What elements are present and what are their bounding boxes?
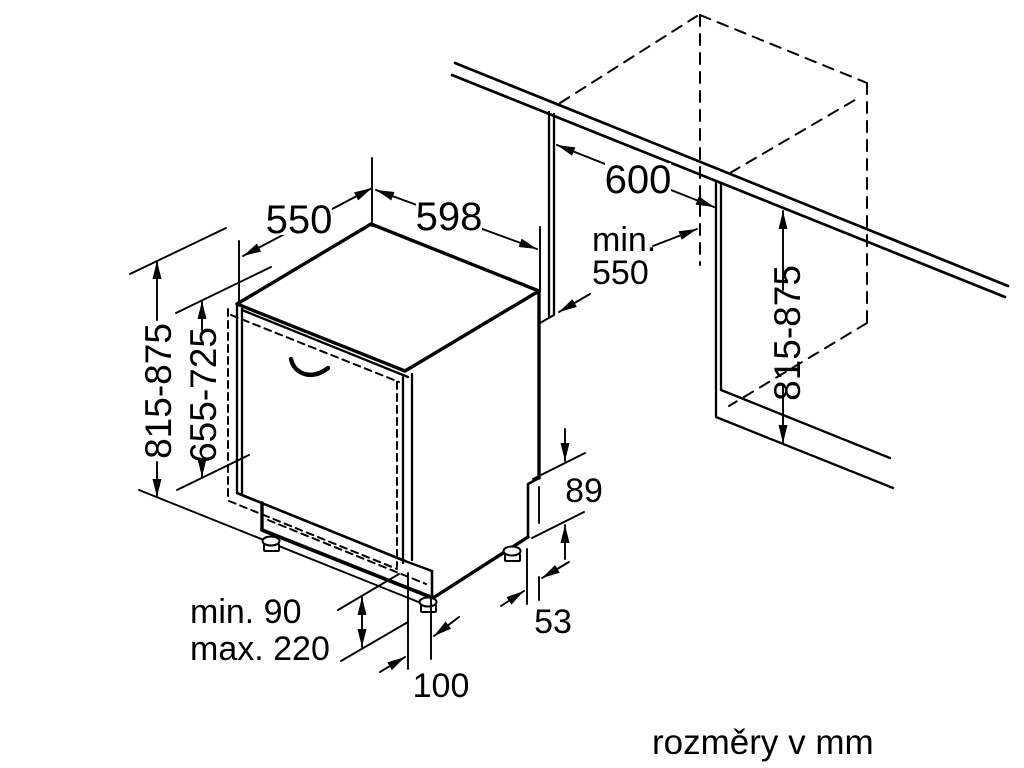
label-plinth-max: max. 220 — [190, 630, 330, 668]
label-niche-depth-prefix: min. — [592, 221, 656, 259]
label-appliance-height: 815-875 — [138, 323, 179, 459]
label-rear-recess-depth: 53 — [534, 603, 572, 641]
label-foot-inset: 100 — [413, 667, 470, 705]
label-plinth-min: min. 90 — [190, 593, 302, 631]
label-niche-height: 815-875 — [767, 265, 808, 401]
label-appliance-width: 598 — [416, 195, 483, 239]
niche-structure — [450, 61, 1010, 490]
appliance-outline — [235, 222, 541, 600]
label-backgrounds — [266, 163, 671, 235]
appliance-feet — [261, 535, 522, 613]
door-handle — [288, 356, 331, 378]
label-appliance-depth: 550 — [266, 198, 333, 242]
cabinet-dashed-outline — [559, 14, 868, 407]
label-rear-recess-height: 89 — [565, 472, 603, 510]
label-niche-width: 600 — [605, 158, 672, 202]
furniture-door-dashed — [227, 308, 427, 585]
label-door-height: 655-725 — [183, 327, 224, 463]
caption-units: rozměry v mm — [652, 723, 874, 762]
label-niche-depth-value: 550 — [592, 254, 649, 292]
floor-reference-line — [138, 489, 432, 608]
